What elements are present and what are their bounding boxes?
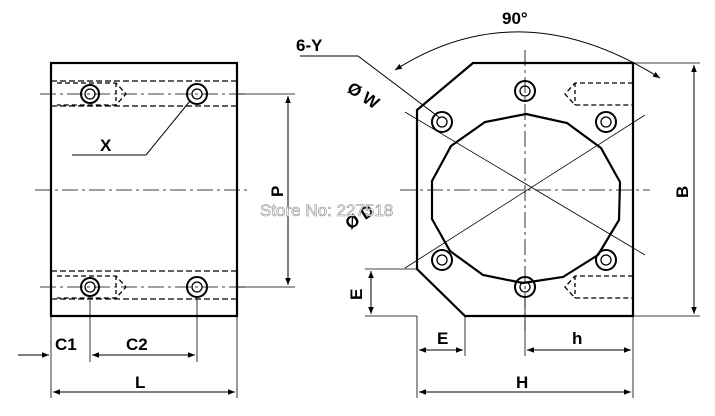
- side-hole-top-right: [186, 83, 208, 105]
- side-view-body: [49, 61, 239, 318]
- store-watermark: Store No: 227518: [260, 201, 393, 220]
- label-angle: 90°: [502, 9, 528, 28]
- label-holes: 6-Y: [296, 36, 323, 55]
- front-hole-bottom: [514, 276, 536, 298]
- label-bolt-circle: Ø W: [344, 78, 384, 113]
- side-tapped-hole-top: [57, 82, 127, 106]
- label-c2: C2: [126, 335, 148, 354]
- label-x: X: [100, 136, 112, 155]
- label-e-vertical: E: [347, 289, 366, 300]
- label-h-lower: h: [572, 329, 582, 348]
- front-hole-lower-right: [595, 249, 617, 271]
- side-tapped-hole-bottom: [57, 275, 127, 299]
- x-leader: [72, 100, 191, 156]
- label-b: B: [673, 186, 692, 198]
- side-hole-bottom-right: [186, 276, 208, 298]
- label-p: P: [268, 186, 287, 197]
- side-view: X P C1 C2 L: [18, 61, 295, 398]
- label-l: L: [135, 373, 145, 392]
- holes-leader: [300, 55, 441, 119]
- front-bore: [430, 112, 622, 285]
- front-tapped-hole-top: [564, 82, 633, 106]
- label-h-upper: H: [516, 373, 528, 392]
- label-e-horizontal: E: [437, 329, 448, 348]
- front-hole-upper-left: [431, 111, 453, 133]
- front-tapped-hole-bottom: [564, 275, 633, 299]
- front-view: 90° 6-Y Ø W Ø D B E E h H: [296, 9, 700, 398]
- front-diagonal-a: [404, 111, 646, 256]
- front-hole-lower-left: [431, 249, 453, 271]
- label-c1: C1: [55, 335, 77, 354]
- front-hole-upper-right: [595, 111, 617, 133]
- angle-arc: [394, 31, 661, 79]
- front-hole-top: [514, 80, 536, 102]
